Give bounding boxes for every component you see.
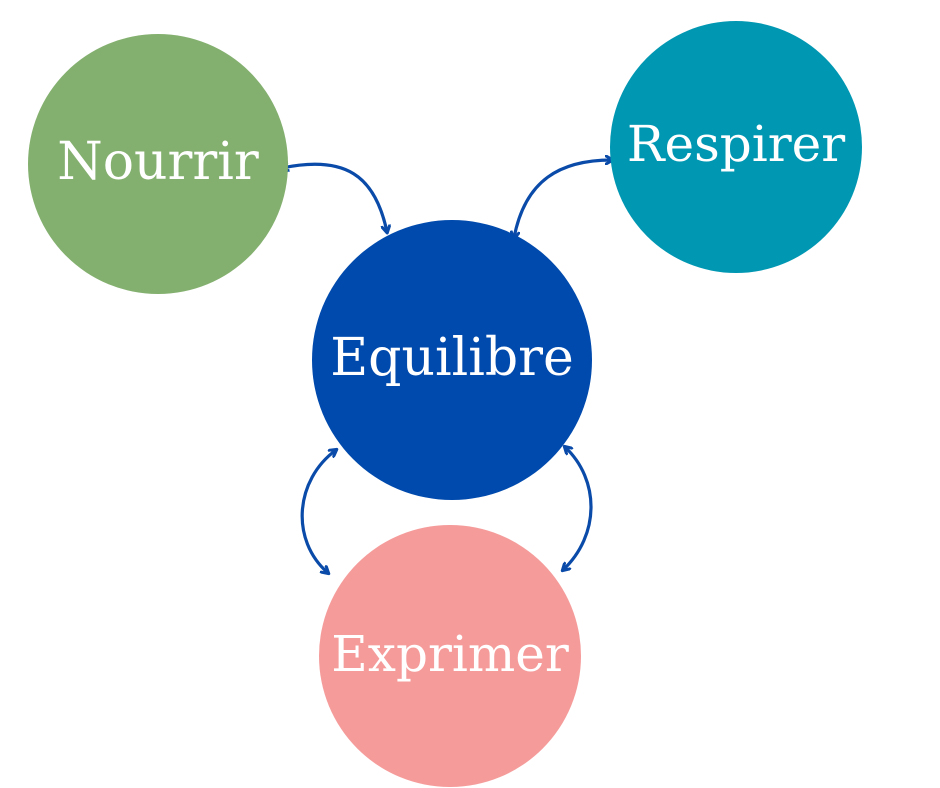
respirer-label: Respirer	[627, 115, 845, 173]
connectors	[282, 160, 612, 573]
arrow-equilibre-exprimer-right	[563, 447, 593, 570]
arrow-respirer-equilibre	[514, 160, 612, 238]
exprimer-label: Exprimer	[331, 625, 569, 683]
exprimer-circle	[319, 525, 581, 787]
node-equilibre: Equilibre	[312, 220, 592, 500]
nourrir-circle	[28, 34, 288, 294]
equilibre-label: Equilibre	[330, 328, 574, 388]
equilibre-circle	[312, 220, 592, 500]
node-respirer: Respirer	[610, 21, 862, 273]
node-exprimer: Exprimer	[319, 525, 581, 787]
arrow-nourrir-equilibre	[282, 164, 387, 232]
arrow-equilibre-exprimer-left	[300, 450, 336, 573]
respirer-circle	[610, 21, 862, 273]
node-nourrir: Nourrir	[28, 34, 288, 294]
nourrir-label: Nourrir	[57, 132, 259, 192]
